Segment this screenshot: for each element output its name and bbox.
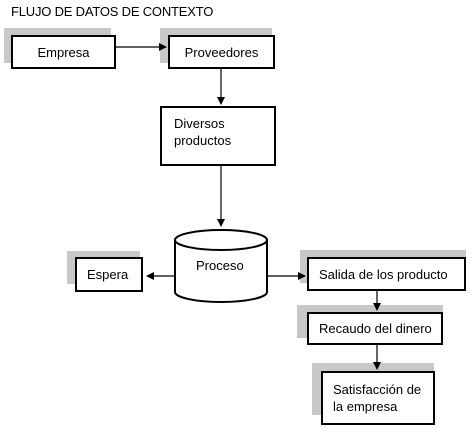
salida-label: Salida de los producto: [319, 266, 448, 282]
proceso-cylinder: [174, 229, 268, 303]
diversos-productos-box: Diversos productos: [160, 106, 276, 166]
salida-box: Salida de los producto: [307, 257, 466, 291]
satisfaccion-box: Satisfacción de la empresa: [321, 371, 435, 425]
espera-label: Espera: [87, 267, 129, 282]
satisfaccion-label-line2: la empresa: [333, 399, 398, 414]
diagram-title: FLUJO DE DATOS DE CONTEXTO: [11, 4, 214, 19]
proveedores-label: Proveedores: [184, 44, 259, 60]
recaudo-label: Recaudo del dinero: [319, 321, 432, 336]
empresa-label: Empresa: [37, 44, 90, 60]
diversos-label-line2: productos: [174, 133, 232, 148]
satisfaccion-label-line1: Satisfacción de: [333, 382, 422, 397]
proveedores-box: Proveedores: [168, 35, 275, 69]
recaudo-box: Recaudo del dinero: [307, 312, 443, 345]
proceso-label: Proceso: [196, 258, 244, 273]
espera-box: Espera: [75, 257, 143, 292]
empresa-box: Empresa: [11, 35, 116, 69]
diversos-label-line1: Diversos: [174, 116, 225, 131]
